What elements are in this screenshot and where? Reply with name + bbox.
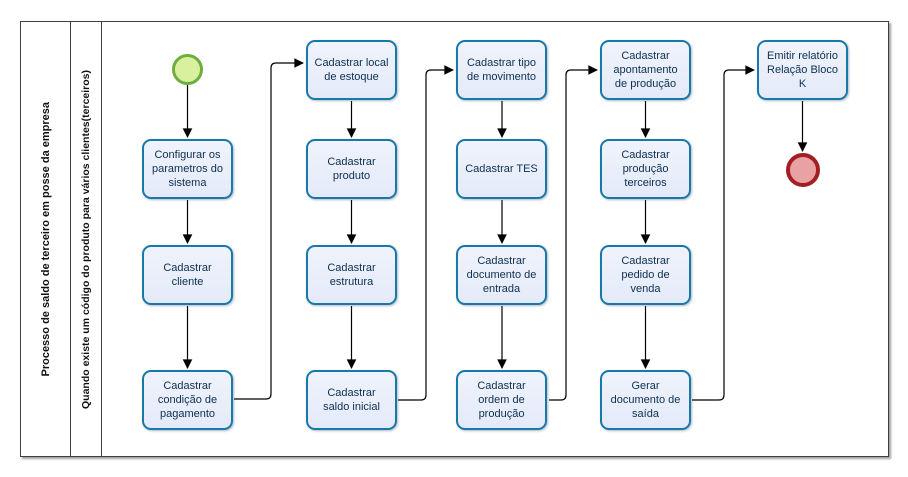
task-label: Cadastrar cliente	[163, 261, 212, 288]
task-register-structure[interactable]: Cadastrar estrutura	[306, 245, 397, 305]
task-register-entry-document[interactable]: Cadastrar documento de entrada	[456, 245, 547, 305]
task-register-stock-location[interactable]: Cadastrar local de estoque	[306, 40, 397, 100]
task-label: Cadastrar pedido de venda	[621, 254, 670, 296]
task-register-client[interactable]: Cadastrar cliente	[142, 245, 233, 305]
task-label: Cadastrar produção terceiros	[621, 148, 670, 190]
lane-title-band: Quando existe um código do produto para …	[71, 22, 102, 456]
task-register-movement-type[interactable]: Cadastrar tipo de movimento	[456, 40, 547, 100]
lane-title: Quando existe um código do produto para …	[80, 69, 92, 409]
task-label: Cadastrar condição de pagamento	[157, 379, 218, 421]
task-label: Gerar documento de saída	[610, 379, 681, 421]
task-emit-block-k-report[interactable]: Emitir relatório Relação Bloco K	[757, 40, 848, 100]
task-label: Cadastrar local de estoque	[314, 56, 389, 83]
task-label: Cadastrar TES	[465, 162, 538, 175]
task-label: Emitir relatório Relação Bloco K	[767, 49, 838, 91]
pool-title: Processo de saldo de terceiro em posse d…	[39, 101, 52, 377]
task-label: Cadastrar saldo inicial	[323, 386, 380, 413]
task-generate-exit-document[interactable]: Gerar documento de saída	[600, 370, 691, 430]
end-event-circle[interactable]	[786, 153, 820, 187]
task-register-production-appointment[interactable]: Cadastrar apontamento de produção	[600, 40, 691, 100]
task-register-initial-balance[interactable]: Cadastrar saldo inicial	[306, 370, 397, 430]
task-label: Configurar os parametros do sistema	[152, 148, 223, 190]
task-register-tes[interactable]: Cadastrar TES	[456, 139, 547, 199]
task-label: Cadastrar estrutura	[327, 261, 376, 288]
task-register-sales-order[interactable]: Cadastrar pedido de venda	[600, 245, 691, 305]
task-register-payment-condition[interactable]: Cadastrar condição de pagamento	[142, 370, 233, 430]
task-label: Cadastrar documento de entrada	[466, 254, 537, 296]
task-configure-system-params[interactable]: Configurar os parametros do sistema	[142, 139, 233, 199]
task-register-third-party-production[interactable]: Cadastrar produção terceiros	[600, 139, 691, 199]
start-event-circle[interactable]	[172, 54, 203, 85]
task-label: Cadastrar tipo de movimento	[466, 56, 537, 83]
task-label: Cadastrar ordem de produção	[477, 379, 526, 421]
task-register-product[interactable]: Cadastrar produto	[306, 139, 397, 199]
task-register-production-order[interactable]: Cadastrar ordem de produção	[456, 370, 547, 430]
task-label: Cadastrar apontamento de produção	[613, 49, 678, 91]
task-label: Cadastrar produto	[327, 155, 376, 182]
pool-title-band: Processo de saldo de terceiro em posse d…	[21, 22, 71, 456]
